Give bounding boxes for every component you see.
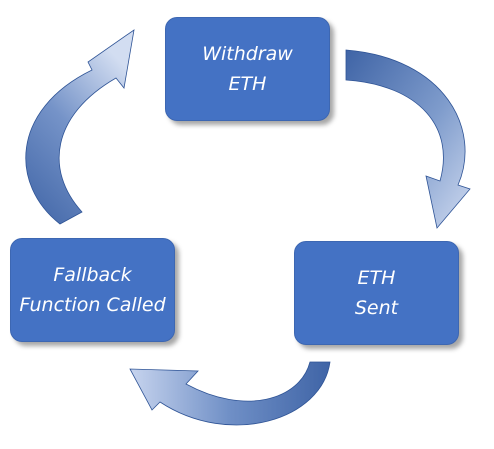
- arrow-fallback-to-withdraw: [25, 29, 135, 225]
- node-fallback-line-1: Fallback: [53, 264, 132, 286]
- node-eth-sent: ETH Sent: [294, 241, 459, 345]
- node-fallback-function-called: Fallback Function Called: [10, 238, 175, 342]
- node-eth-sent-line-1: ETH: [357, 267, 396, 289]
- node-withdraw-eth: Withdraw ETH: [165, 17, 330, 121]
- node-withdraw-eth-line-1: Withdraw: [202, 43, 293, 65]
- node-fallback-line-2: Function Called: [19, 294, 166, 316]
- arrow-withdraw-to-sent: [345, 49, 471, 229]
- node-withdraw-eth-line-2: ETH: [228, 73, 267, 95]
- arrow-sent-to-fallback: [129, 361, 331, 426]
- node-eth-sent-line-2: Sent: [354, 297, 399, 319]
